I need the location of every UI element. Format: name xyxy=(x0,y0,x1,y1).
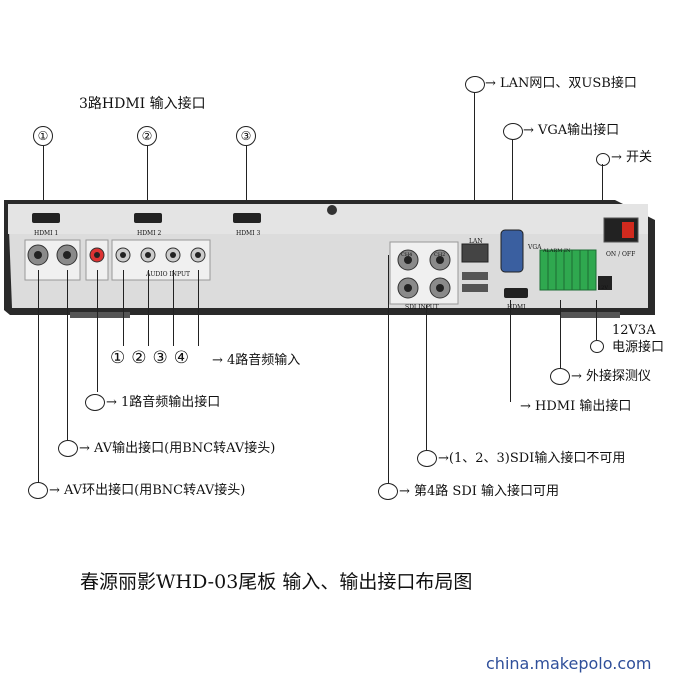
sdi-123-leader xyxy=(426,305,427,452)
vga-leader xyxy=(512,139,513,229)
power-label: 电源接口 xyxy=(612,340,665,355)
hdmi-input-title: 3路HDMI 输入接口 xyxy=(79,96,206,112)
screw xyxy=(327,205,337,215)
hdmi-3-port xyxy=(233,213,261,223)
alarm-terminal-block xyxy=(539,249,597,291)
hdmi-out-leader xyxy=(510,300,511,402)
diagram-caption: 春源丽影WHD-03尾板 输入、输出接口布局图 xyxy=(80,571,473,593)
audio-in-3-leader xyxy=(173,270,174,346)
panel-label-hdmi3: HDMI 3 xyxy=(236,230,261,237)
probe-label: → 外接探测仪 xyxy=(571,369,652,384)
audio-input-label: → 4路音频输入 xyxy=(212,353,301,368)
hdmi-out-port xyxy=(504,288,528,298)
sdi-4-label: → 第4路 SDI 输入接口可用 xyxy=(399,484,560,499)
panel-label-on-off: ON / OFF xyxy=(606,251,636,258)
panel-label-hdmi2: HDMI 2 xyxy=(137,230,162,237)
audio-in-4-leader xyxy=(198,270,199,346)
panel-label-audio-input: AUDIO INPUT xyxy=(146,271,191,278)
audio-in-2-leader xyxy=(148,270,149,346)
switch-marker xyxy=(596,153,610,166)
power-spec: 12V3A xyxy=(612,323,656,338)
audio-input-numbers: ①②③④ xyxy=(110,348,195,368)
hdmi-2-leader xyxy=(147,146,148,212)
watermark: china.makepolo.com xyxy=(486,654,652,673)
vga-port xyxy=(500,229,524,273)
usb-port-2 xyxy=(462,284,488,292)
panel-label-vga: VGA xyxy=(528,244,542,251)
vga-marker xyxy=(503,123,523,140)
hdmi-number-2: ② xyxy=(137,126,157,146)
lan-usb-label: → LAN网口、双USB接口 xyxy=(485,76,637,91)
hdmi-1-leader xyxy=(43,146,44,212)
power-marker xyxy=(590,340,604,353)
probe-marker xyxy=(550,368,570,385)
av-out-marker xyxy=(58,440,78,457)
panel-label-ch2: CH2 xyxy=(434,252,446,258)
panel-label-ch4: CH4 xyxy=(401,252,413,258)
hdmi-1-port xyxy=(32,213,60,223)
audio-out-label: → 1路音频输出接口 xyxy=(106,395,221,410)
audio-out-leader xyxy=(97,270,98,392)
switch-label: → 开关 xyxy=(611,150,653,165)
panel-label-lan: LAN xyxy=(469,238,483,245)
av-loop-marker xyxy=(28,482,48,499)
hdmi-number-3: ③ xyxy=(236,126,256,146)
hdmi-out-label: → HDMI 输出接口 xyxy=(520,399,632,414)
usb-port-1 xyxy=(462,272,488,280)
panel-label-alarm: ALARM IN xyxy=(543,248,571,254)
rear-panel xyxy=(4,200,655,318)
lan-port xyxy=(461,243,489,263)
panel-label-hdmi-out: HDMI xyxy=(507,304,526,311)
hdmi-number-1: ① xyxy=(33,126,53,146)
sdi-4-marker xyxy=(378,483,398,500)
probe-leader xyxy=(560,300,561,368)
vga-label: → VGA输出接口 xyxy=(523,123,620,138)
power-switch-rocker xyxy=(622,222,634,238)
sdi-123-label: →(1、2、3)SDI输入接口不可用 xyxy=(438,451,626,466)
panel-label-sdi-input: SDI INPUT xyxy=(405,304,439,311)
dc-power-jack xyxy=(598,276,612,290)
lan-usb-marker xyxy=(465,76,485,93)
panel-label-hdmi1: HDMI 1 xyxy=(34,230,59,237)
audio-in-1-leader xyxy=(123,270,124,346)
power-leader xyxy=(596,300,597,340)
av-loop-leader xyxy=(38,270,39,488)
av-out-label: → AV输出接口(用BNC转AV接头) xyxy=(79,441,276,456)
sdi-4-leader xyxy=(388,255,389,483)
panel-label-dc: 12V xyxy=(598,285,608,291)
hdmi-2-port xyxy=(134,213,162,223)
av-out-leader xyxy=(67,270,68,440)
lan-usb-leader xyxy=(474,92,475,232)
av-loop-label: → AV环出接口(用BNC转AV接头) xyxy=(49,483,246,498)
switch-leader xyxy=(602,164,603,216)
hdmi-3-leader xyxy=(246,146,247,212)
sdi-123-marker xyxy=(417,450,437,467)
audio-out-marker xyxy=(85,394,105,411)
